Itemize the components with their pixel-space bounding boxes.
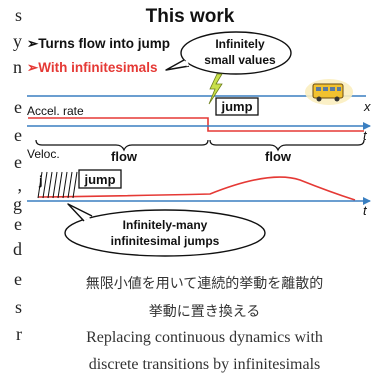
jump-label: jump — [83, 172, 115, 187]
side-char: e — [14, 97, 22, 117]
flow-braces — [35, 139, 365, 152]
accel-rate-label: Accel. rate — [27, 104, 84, 118]
side-char: r — [16, 324, 22, 344]
side-char: n — [13, 57, 22, 77]
caption-japanese-line1: 無限小値を用いて連続的挙動を離散的 — [85, 276, 324, 292]
flow-label-left: flow — [111, 149, 138, 164]
callout-line: infinitesimal jumps — [111, 234, 220, 248]
bullet-with-infinitesimals: ➢With infinitesimals — [27, 60, 158, 75]
diagram-title: This work — [145, 6, 235, 27]
veloc-label: Veloc. — [27, 147, 60, 161]
side-char: e — [14, 125, 22, 145]
jump-box-lower: jump — [78, 169, 122, 189]
accel-rate-curve — [28, 117, 364, 132]
jump-label: jump — [220, 99, 252, 114]
cropped-side-text: s y n e e e , g e d e s r — [0, 0, 24, 381]
side-char: e — [14, 214, 22, 234]
side-char: s — [14, 5, 22, 25]
callout-infinitely-many: Infinitely-many infinitesimal jumps — [64, 203, 266, 257]
infinitesimal-jumps — [37, 171, 78, 199]
side-char: , — [17, 175, 23, 195]
jump-box-top: jump — [215, 97, 259, 116]
side-char: g — [13, 194, 22, 214]
callout-line: small values — [204, 53, 276, 67]
callout-line: Infinitely-many — [123, 218, 208, 232]
callout-line: Infinitely — [215, 37, 265, 51]
diagram-canvas: Infinitely small values x Accel. rate ju… — [27, 31, 371, 257]
velocity-curve — [37, 176, 356, 201]
t-axis-label: t — [363, 128, 368, 143]
callout-infinitely-small: Infinitely small values — [165, 31, 292, 75]
caption-english-line2: discrete transitions by infinitesimals — [88, 356, 321, 373]
side-char: s — [14, 297, 22, 317]
side-char: e — [14, 269, 22, 289]
j-label: j — [38, 173, 43, 188]
lightning-icon — [208, 73, 223, 105]
side-char: d — [13, 239, 22, 259]
flow-label-right: flow — [265, 149, 292, 164]
x-axis-label: x — [363, 99, 371, 114]
bus-icon — [305, 79, 353, 105]
bullet-turns-flow-into-jump: ➢Turns flow into jump — [27, 36, 171, 51]
side-char: y — [13, 31, 22, 51]
caption-english-line1: Replacing continuous dynamics with — [86, 329, 323, 346]
caption-japanese-line2: 挙動に置き換える — [148, 304, 261, 320]
t-axis-label: t — [363, 203, 368, 218]
side-char: e — [14, 152, 22, 172]
